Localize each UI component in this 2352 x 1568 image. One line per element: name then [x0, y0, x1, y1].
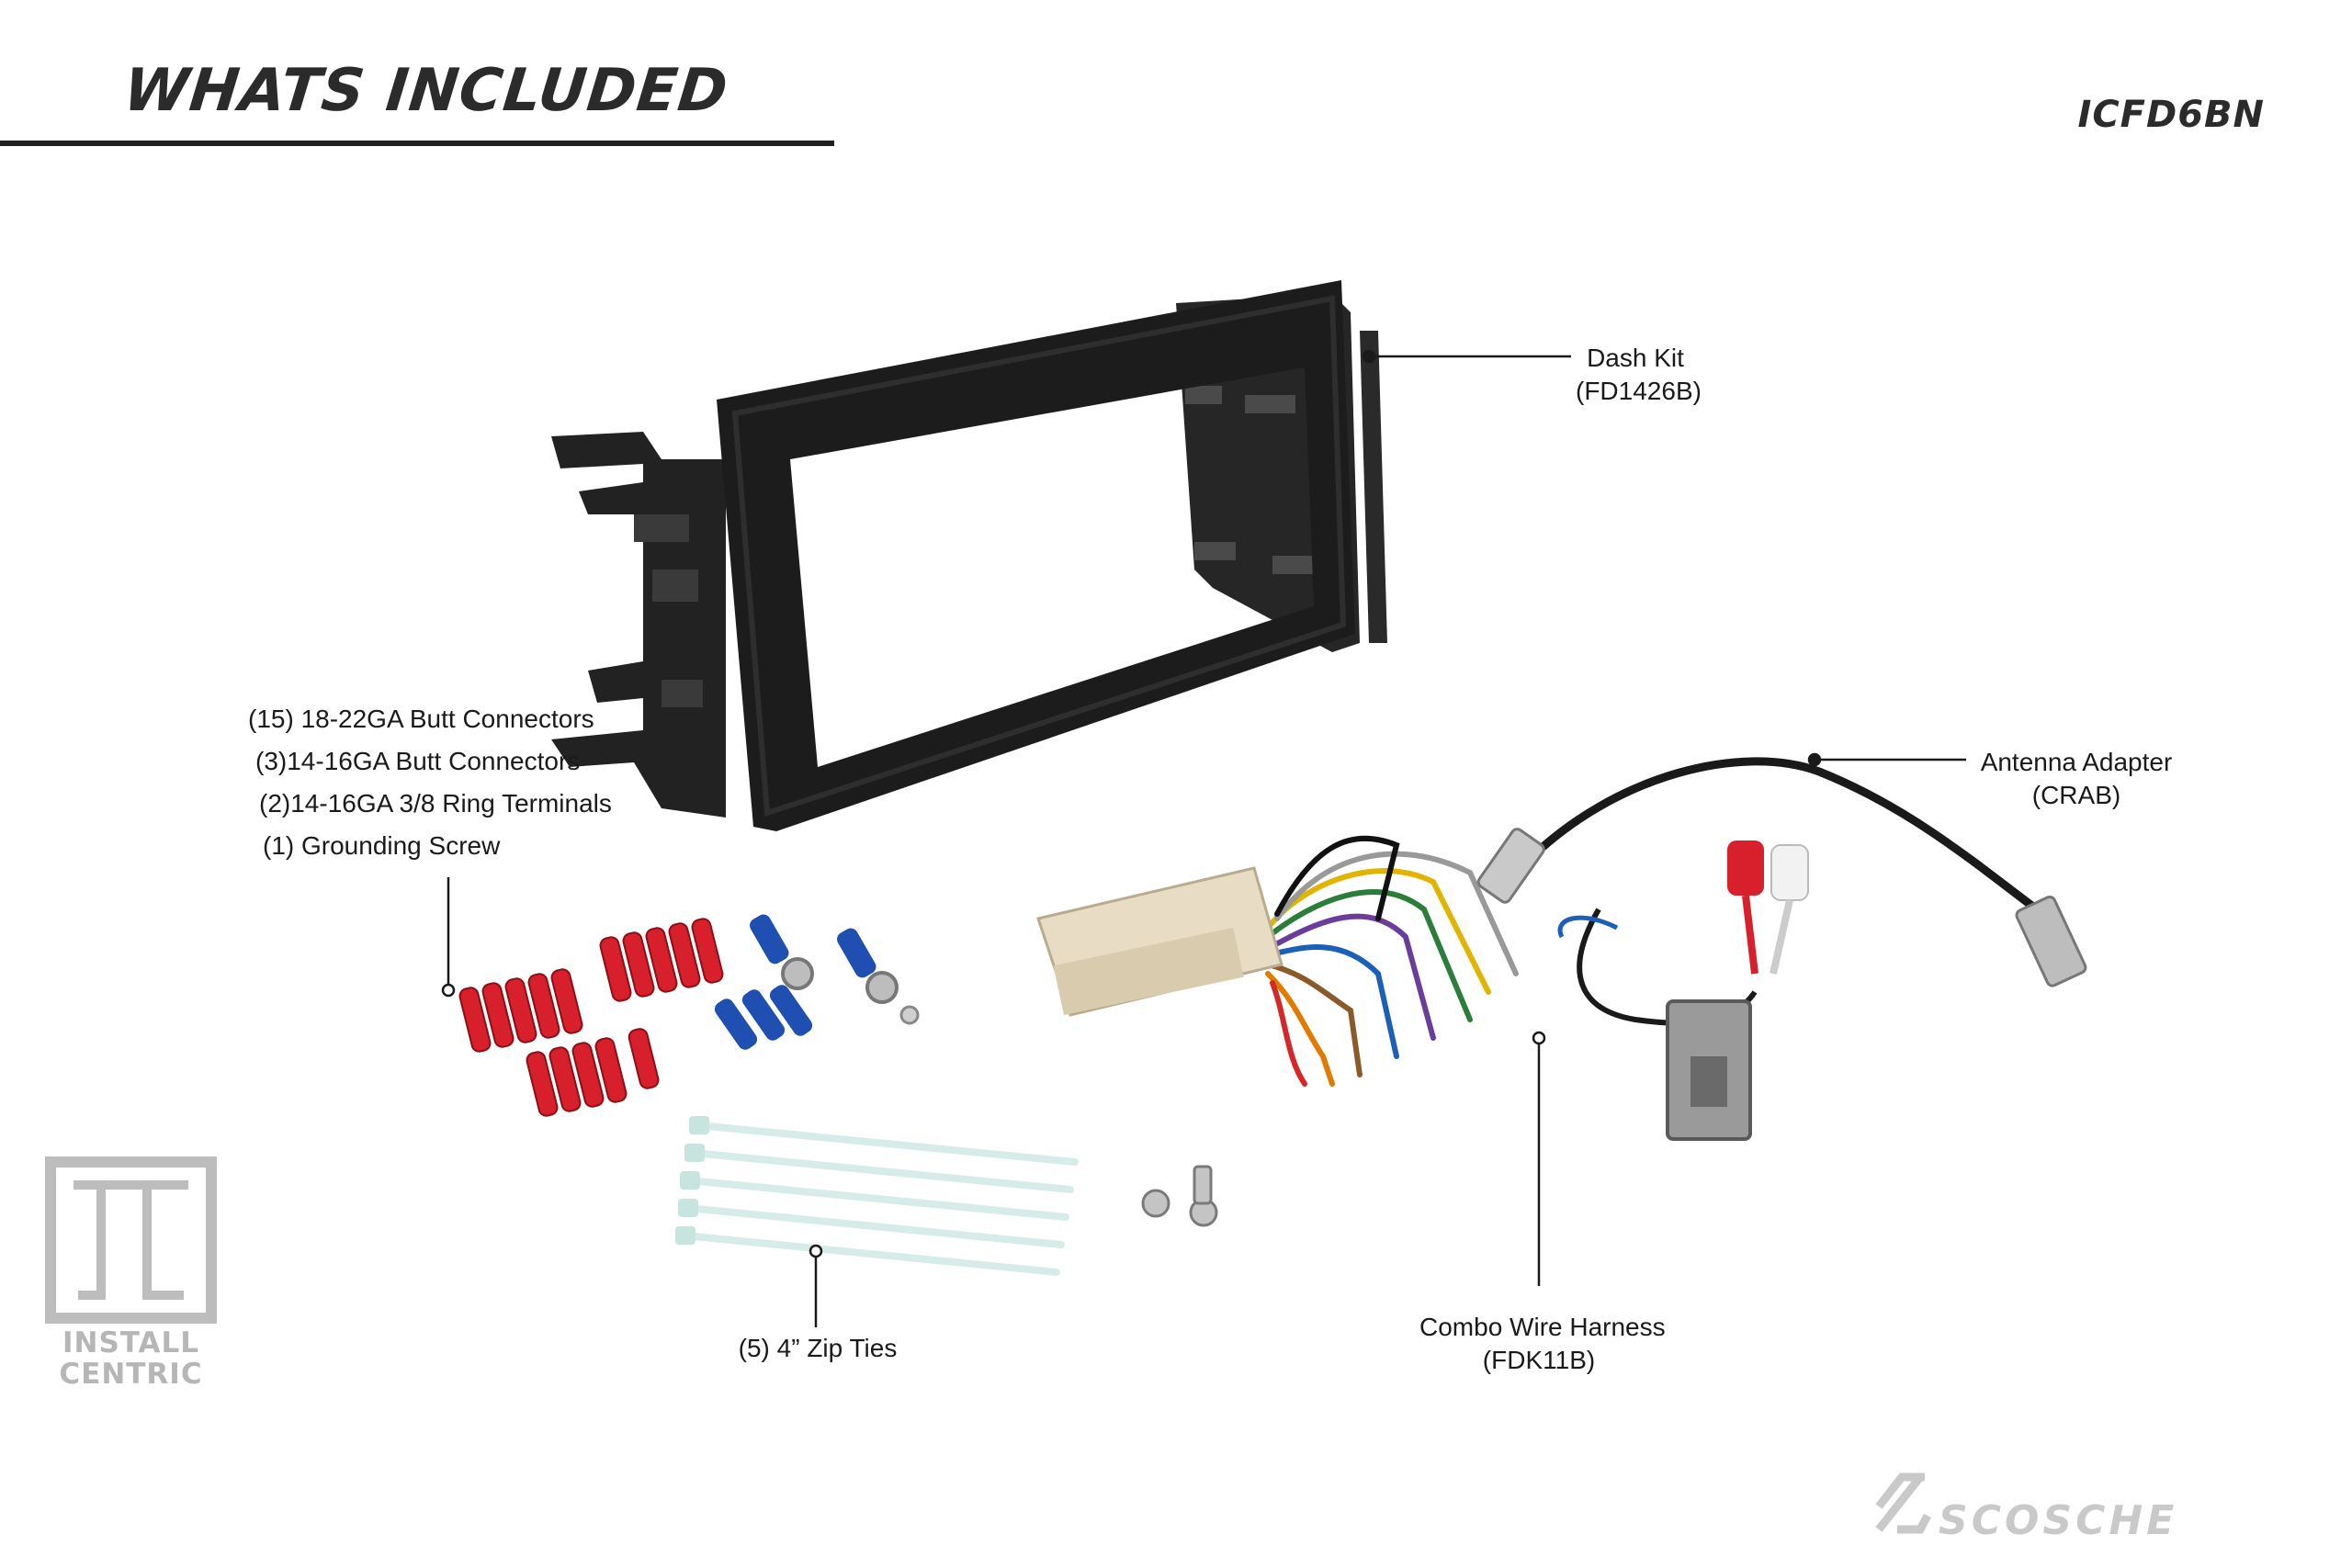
antenna-adapter-image [1476, 757, 2087, 1141]
dash-kit-label: Dash Kit (FD1426B) [1576, 344, 1702, 405]
wire-harness-label: Combo Wire Harness (FDK11B) [1419, 1313, 1666, 1374]
connectors-line-1: (15) 18-22GA Butt Connectors [248, 705, 594, 733]
scosche-wordmark: SCOSCHE [1939, 1497, 2178, 1544]
connectors-line-4: (1) Grounding Screw [263, 831, 501, 860]
connectors-line-2: (3)14-16GA Butt Connectors [255, 747, 581, 775]
zip-ties-label: (5) 4” Zip Ties [738, 1334, 898, 1362]
title-underline [0, 141, 834, 146]
dash-kit-image [551, 280, 1387, 831]
model-number: ICFD6BN [2077, 94, 2265, 136]
wire-harness-image [1036, 835, 1519, 1087]
ring-terminals-image [714, 914, 920, 1050]
install-centric-wordmark: INSTALL CENTRIC [59, 1326, 203, 1391]
antenna-adapter-label: Antenna Adapter (CRAB) [1980, 748, 2173, 809]
butt-connectors-image [458, 918, 724, 1117]
grounding-screws-image [1141, 1165, 1218, 1227]
install-centric-logo-icon [45, 1156, 217, 1324]
scosche-logo-icon [1875, 1472, 1931, 1534]
connectors-label: (15) 18-22GA Butt Connectors (3)14-16GA … [248, 698, 612, 867]
zip-ties-image [681, 1122, 1079, 1276]
connectors-line-3: (2)14-16GA 3/8 Ring Terminals [259, 789, 612, 818]
